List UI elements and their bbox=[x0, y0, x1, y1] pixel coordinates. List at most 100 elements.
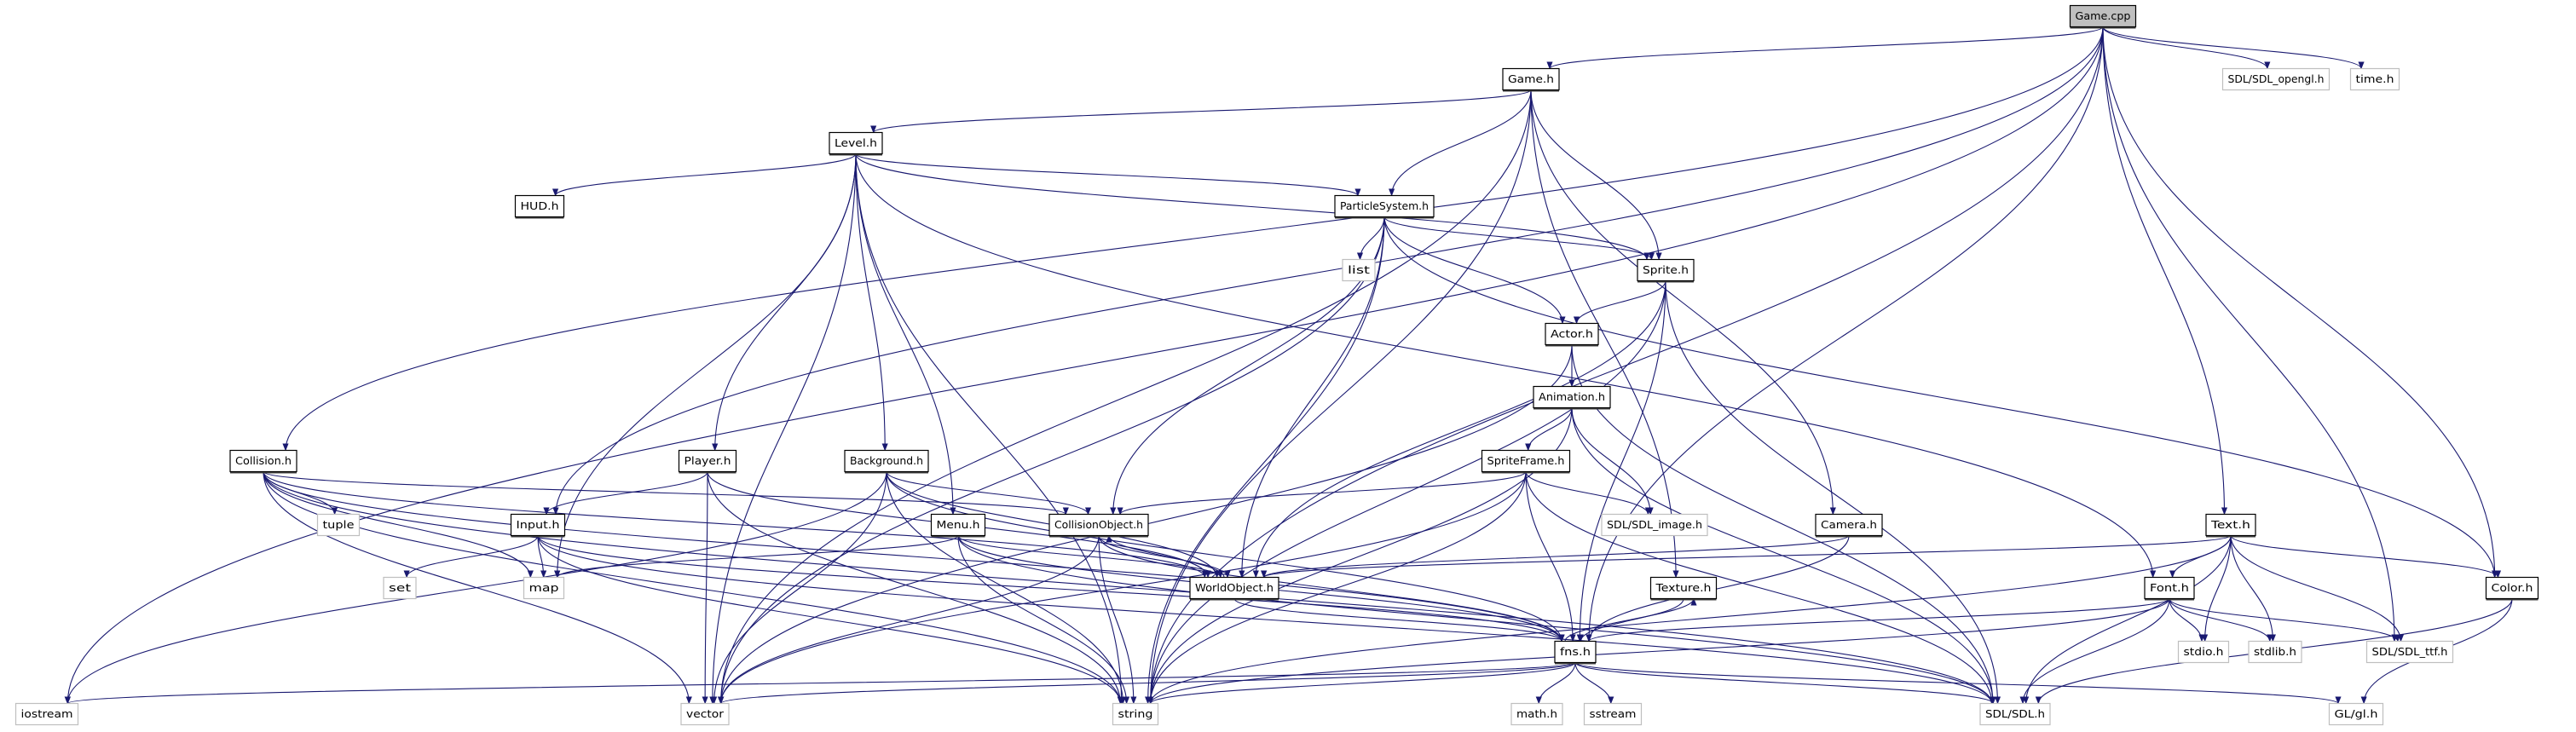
node-hud-h[interactable]: HUD.h bbox=[514, 194, 565, 219]
node-box bbox=[678, 449, 737, 473]
edge-game-cpp-to-game-h bbox=[1546, 26, 2104, 70]
node-label: SDL/SDL_ttf.h bbox=[2372, 646, 2448, 658]
node-label: Collision.h bbox=[235, 455, 292, 467]
node-sprite-h[interactable]: Sprite.h bbox=[1637, 258, 1695, 283]
edge-animation-h-to-sdl-sdl-image-h bbox=[1571, 407, 1654, 516]
node-label: stdlib.h bbox=[2254, 646, 2296, 658]
node-label: Menu.h bbox=[937, 519, 980, 531]
edge-spriteframe-h-to-sdl-sdl-image-h bbox=[1525, 471, 1651, 516]
edge-sprite-h-to-string bbox=[1147, 280, 1666, 705]
node-camera-h[interactable]: Camera.h bbox=[1815, 513, 1883, 538]
node-label: time.h bbox=[2356, 73, 2394, 85]
node-label: WorldObject.h bbox=[1195, 582, 1274, 594]
node-box bbox=[829, 131, 883, 155]
node-collisionobject-h[interactable]: CollisionObject.h bbox=[1048, 513, 1149, 538]
node-set: set bbox=[383, 576, 417, 600]
edge-input-h-to-set bbox=[403, 535, 539, 579]
node-box bbox=[2349, 67, 2400, 91]
node-game-cpp[interactable]: Game.cpp bbox=[2069, 4, 2137, 29]
node-player-h[interactable]: Player.h bbox=[678, 449, 737, 474]
edge-background-h-to-fns-h bbox=[886, 471, 1565, 643]
node-sstream: sstream bbox=[1583, 702, 1643, 726]
node-box bbox=[1979, 702, 2051, 726]
node-texture-h[interactable]: Texture.h bbox=[1649, 576, 1718, 601]
node-label: SpriteFrame.h bbox=[1487, 455, 1565, 467]
edge-text-h-to-stdio-h bbox=[2202, 535, 2232, 643]
edge-fns-h-to-sstream bbox=[1574, 662, 1614, 705]
node-label: tuple bbox=[323, 519, 355, 531]
node-iostream: iostream bbox=[14, 702, 79, 726]
node-label: Camera.h bbox=[1821, 519, 1877, 531]
node-input-h[interactable]: Input.h bbox=[510, 513, 566, 538]
edge-text-h-to-worldobject-h bbox=[1261, 535, 2232, 579]
edge-game-cpp-to-sdl-sdl-opengl-h bbox=[2102, 26, 2271, 70]
node-label: list bbox=[1348, 264, 1370, 276]
edge-sprite-h-to-sdl-sdl-h bbox=[1665, 280, 2001, 705]
edge-input-h-to-map bbox=[537, 535, 547, 579]
edge-fns-h-to-math-h bbox=[1535, 662, 1576, 705]
node-sdl-sdl-ttf-h: SDL/SDL_ttf.h bbox=[2365, 640, 2454, 664]
edge-game-h-to-vector bbox=[718, 89, 1532, 705]
edge-level-h-to-string bbox=[855, 153, 1125, 705]
node-box bbox=[1334, 194, 1435, 218]
edge-sprite-h-to-actor-h bbox=[1573, 280, 1666, 325]
node-box bbox=[1481, 449, 1571, 473]
node-box bbox=[2328, 702, 2384, 726]
node-animation-h[interactable]: Animation.h bbox=[1533, 385, 1611, 410]
node-label: Level.h bbox=[835, 137, 877, 149]
node-spriteframe-h[interactable]: SpriteFrame.h bbox=[1481, 449, 1571, 474]
node-box bbox=[1545, 322, 1599, 346]
edge-level-h-to-font-h bbox=[855, 153, 2157, 579]
edge-level-h-to-hud-h bbox=[552, 153, 857, 197]
node-box bbox=[14, 702, 79, 726]
node-menu-h[interactable]: Menu.h bbox=[930, 513, 986, 538]
node-label: Sprite.h bbox=[1643, 264, 1689, 276]
node-time-h: time.h bbox=[2349, 67, 2400, 91]
edge-particlesystem-h-to-sprite-h bbox=[1383, 216, 1655, 261]
node-background-h[interactable]: Background.h bbox=[844, 449, 929, 474]
edge-particlesystem-h-to-actor-h bbox=[1383, 216, 1566, 325]
node-box bbox=[1649, 576, 1718, 600]
node-box bbox=[1189, 576, 1279, 600]
node-label: SDL/SDL_image.h bbox=[1607, 519, 1702, 531]
node-box bbox=[930, 513, 986, 537]
edge-level-h-to-particlesystem-h bbox=[855, 153, 1361, 197]
node-label: Game.h bbox=[1508, 73, 1554, 85]
node-fns-h[interactable]: fns.h bbox=[1554, 640, 1597, 665]
node-label: Player.h bbox=[684, 455, 731, 467]
node-tuple: tuple bbox=[316, 513, 361, 537]
node-box bbox=[1637, 258, 1695, 282]
edge-fns-h-to-iostream bbox=[65, 662, 1576, 705]
node-box bbox=[510, 513, 566, 537]
node-worldobject-h[interactable]: WorldObject.h bbox=[1189, 576, 1279, 601]
node-box bbox=[1583, 702, 1643, 726]
edge-background-h-to-vector bbox=[711, 471, 887, 705]
edge-spriteframe-h-to-collisionobject-h bbox=[1117, 471, 1527, 516]
edge-sprite-h-to-worldobject-h bbox=[1252, 280, 1666, 579]
edge-menu-h-to-sdl-sdl-h bbox=[957, 535, 1996, 705]
node-label: Game.cpp bbox=[2076, 10, 2131, 22]
node-text-h[interactable]: Text.h bbox=[2205, 513, 2256, 538]
node-box bbox=[1048, 513, 1149, 537]
node-collision-h[interactable]: Collision.h bbox=[229, 449, 297, 474]
node-label: ParticleSystem.h bbox=[1340, 200, 1429, 212]
node-box bbox=[2221, 67, 2331, 91]
edge-particlesystem-h-to-string bbox=[1145, 216, 1385, 705]
node-label: Animation.h bbox=[1539, 391, 1605, 403]
node-font-h[interactable]: Font.h bbox=[2144, 576, 2195, 601]
node-game-h[interactable]: Game.h bbox=[1502, 67, 1560, 92]
edge-input-h-to-string bbox=[537, 535, 1123, 705]
node-level-h[interactable]: Level.h bbox=[829, 131, 883, 156]
node-box bbox=[2248, 640, 2302, 664]
edge-level-h-to-map bbox=[554, 153, 857, 579]
edge-background-h-to-collisionobject-h bbox=[886, 471, 1092, 516]
node-label: set bbox=[389, 582, 411, 594]
edge-text-h-to-sdl-sdl-h bbox=[2023, 535, 2232, 705]
node-particlesystem-h[interactable]: ParticleSystem.h bbox=[1334, 194, 1435, 219]
node-actor-h[interactable]: Actor.h bbox=[1545, 322, 1599, 347]
node-label: Color.h bbox=[2492, 582, 2533, 594]
node-color-h[interactable]: Color.h bbox=[2485, 576, 2539, 601]
node-vector: vector bbox=[680, 702, 730, 726]
edge-game-h-to-sprite-h bbox=[1530, 89, 1662, 261]
node-box bbox=[1554, 640, 1597, 664]
